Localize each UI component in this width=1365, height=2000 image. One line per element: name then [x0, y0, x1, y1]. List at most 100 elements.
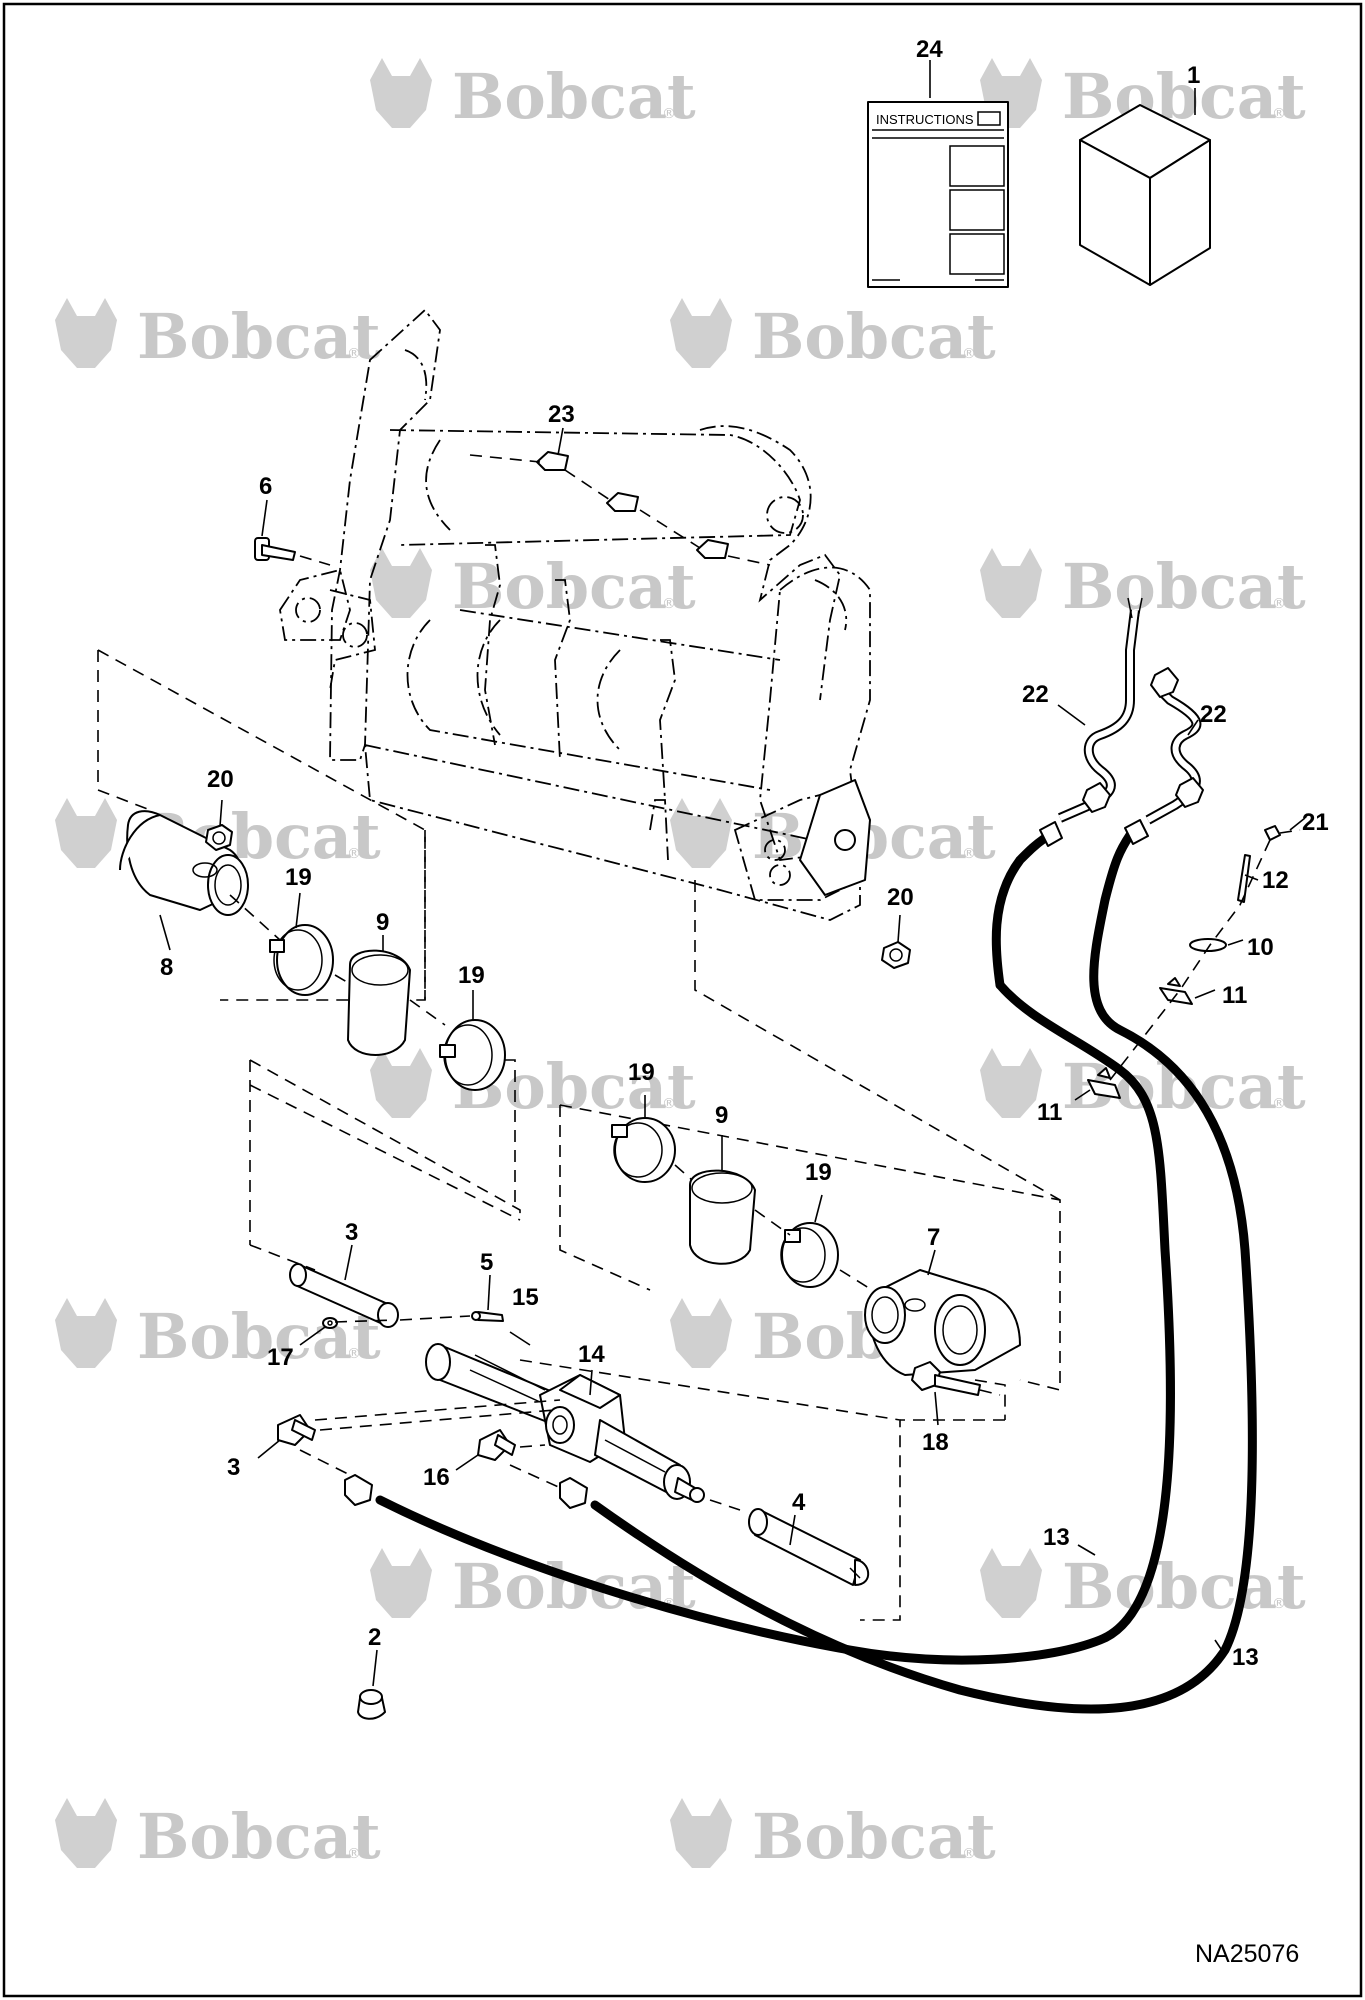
callout-18: 18	[922, 1429, 949, 1456]
watermark-registered-mark: ®	[1272, 1596, 1286, 1612]
bobcat-logo-icon	[55, 798, 117, 868]
callout-6: 6	[259, 473, 272, 500]
callout-20-left: 20	[207, 766, 234, 793]
bobcat-watermark: Bobcat®	[670, 298, 996, 373]
bobcat-watermark: Bobcat®	[670, 1798, 996, 1873]
watermark-registered-mark: ®	[1272, 1096, 1286, 1112]
fitting-3-bottom	[277, 1414, 316, 1446]
callout-13-a: 13	[1043, 1524, 1070, 1551]
pivot-housing-8	[119, 810, 249, 916]
watermark-text: Bobcat	[1062, 1550, 1306, 1623]
watermark-text: Bobcat	[1062, 60, 1306, 133]
watermark-registered-mark: ®	[662, 1096, 676, 1112]
leader-lines	[159, 60, 1306, 1687]
watermark-text: Bobcat	[137, 1300, 381, 1373]
bobcat-watermark: Bobcat®	[370, 1048, 696, 1123]
pin-3-top	[289, 1263, 399, 1328]
bobcat-watermark: Bobcat®	[980, 1048, 1306, 1123]
instructions-title: INSTRUCTIONS	[876, 112, 974, 127]
watermark-registered-mark: ®	[1272, 106, 1286, 122]
grease-fitting-2	[357, 1689, 386, 1720]
watermark-registered-mark: ®	[347, 1846, 361, 1862]
watermark-text: Bobcat	[452, 60, 696, 133]
callout-17: 17	[267, 1344, 294, 1371]
callout-1: 1	[1187, 62, 1200, 89]
callout-5: 5	[480, 1249, 493, 1276]
callout-19-c: 19	[628, 1059, 655, 1086]
cylinder-assembly-14	[425, 1343, 705, 1503]
cotter-pin-15	[509, 1331, 531, 1346]
clamp-19c	[611, 1117, 676, 1183]
coupler-frame	[279, 308, 871, 921]
callout-15: 15	[512, 1284, 539, 1311]
bolt-18	[911, 1361, 1001, 1396]
pin-4	[748, 1508, 870, 1586]
wear-pads	[469, 451, 771, 566]
bobcat-logo-icon	[55, 1798, 117, 1868]
callout-12: 12	[1262, 867, 1289, 894]
callout-19-d: 19	[805, 1159, 832, 1186]
left-group-outline	[97, 649, 426, 1001]
callout-7: 7	[927, 1224, 940, 1251]
hose-end-upper-left	[991, 821, 1063, 990]
watermark-text: Bobcat	[137, 300, 381, 373]
callout-10: 10	[1247, 934, 1274, 961]
watermark-text: Bobcat	[452, 550, 696, 623]
bobcat-logo-icon	[670, 298, 732, 368]
watermark-text: Bobcat	[752, 800, 996, 873]
fitting-16	[477, 1429, 516, 1461]
bolt-6	[254, 537, 331, 566]
callout-13-b: 13	[1232, 1644, 1259, 1671]
hose-13b	[559, 830, 1257, 1714]
bobcat-watermark: Bobcat®	[55, 1798, 381, 1873]
callout-19-a: 19	[285, 864, 312, 891]
bracket-11-upper	[1159, 977, 1193, 1005]
callout-3-top: 3	[345, 1219, 358, 1246]
bobcat-watermark: Bobcat®	[370, 58, 696, 133]
kit-box	[1079, 104, 1211, 286]
bobcat-logo-icon	[55, 1298, 117, 1368]
callout-4: 4	[792, 1489, 806, 1516]
washer-17	[322, 1317, 338, 1329]
callout-9-a: 9	[376, 909, 389, 936]
pivot-housing-7	[864, 1269, 1021, 1376]
watermark-layer: Bobcat®Bobcat®Bobcat®Bobcat®Bobcat®Bobca…	[55, 58, 1306, 1873]
callout-11-a: 11	[1222, 982, 1247, 1009]
watermark-registered-mark: ®	[962, 346, 976, 362]
callout-23: 23	[548, 401, 575, 428]
callout-20-right: 20	[887, 884, 914, 911]
callout-16: 16	[423, 1464, 450, 1491]
watermark-registered-mark: ®	[662, 596, 676, 612]
bobcat-logo-icon	[670, 1298, 732, 1368]
callout-24: 24	[916, 36, 943, 63]
hose-end-upper-right	[1124, 819, 1149, 845]
callout-14: 14	[578, 1341, 605, 1368]
callout-2: 2	[368, 1624, 381, 1651]
callout-labels: 24 1 23 6 20 19 8 9 19 20 22 22 21 12 10…	[160, 36, 1329, 1671]
middle-group-outline	[249, 1059, 521, 1245]
bobcat-logo-icon	[670, 798, 732, 868]
bobcat-watermark: Bobcat®	[980, 1548, 1306, 1623]
bobcat-logo-icon	[370, 548, 432, 618]
callout-9-b: 9	[715, 1102, 728, 1129]
cotter-pin-5	[471, 1311, 504, 1322]
watermark-registered-mark: ®	[1272, 596, 1286, 612]
bobcat-watermark: Bobcat®	[370, 1548, 696, 1623]
watermark-text: Bobcat	[752, 1800, 996, 1873]
bobcat-logo-icon	[980, 548, 1042, 618]
callout-21: 21	[1302, 809, 1329, 836]
bushing-9b	[689, 1169, 756, 1265]
bobcat-watermark: Bobcat®	[980, 548, 1306, 623]
figure-id: NA25076	[1195, 1940, 1299, 1968]
watermark-registered-mark: ®	[962, 846, 976, 862]
bobcat-watermark: Bobcat®	[55, 1298, 381, 1373]
callout-19-b: 19	[458, 962, 485, 989]
callout-3-bottom: 3	[227, 1454, 240, 1481]
bushing-9a	[347, 949, 411, 1056]
callout-11-b: 11	[1037, 1099, 1062, 1126]
watermark-text: Bobcat	[752, 300, 996, 373]
bobcat-logo-icon	[980, 1548, 1042, 1618]
bobcat-logo-icon	[370, 1048, 432, 1118]
